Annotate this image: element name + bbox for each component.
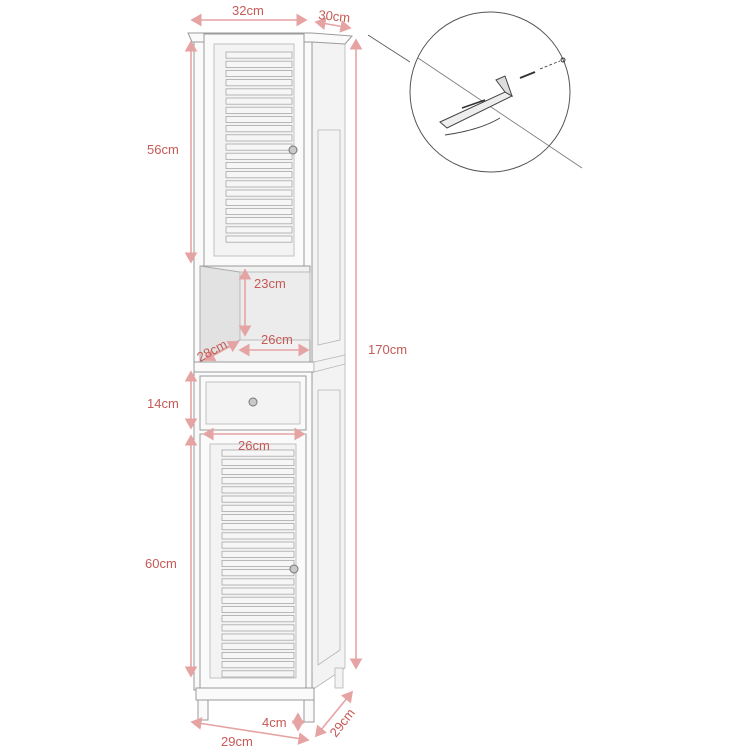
louvre-slat: [221, 624, 295, 632]
upper-louvres: [225, 51, 293, 243]
louvre-slat: [225, 235, 293, 243]
louvre-slat: [221, 587, 295, 595]
louvre-slat: [225, 51, 293, 59]
louvre-slat: [221, 615, 295, 623]
label-leg-height: 4cm: [262, 715, 287, 730]
louvre-slat: [225, 143, 293, 151]
louvre-slat: [221, 633, 295, 641]
louvre-slat: [225, 125, 293, 133]
louvre-slat: [225, 189, 293, 197]
louvre-slat: [221, 606, 295, 614]
label-shelf-width: 26cm: [261, 332, 293, 347]
louvre-slat: [225, 88, 293, 96]
louvre-slat: [225, 180, 293, 188]
lower-door-knob[interactable]: [289, 564, 299, 574]
screw-icon: [461, 99, 486, 109]
label-top-depth: 30cm: [318, 7, 351, 25]
louvre-slat: [221, 670, 295, 678]
louvre-slat: [221, 560, 295, 568]
louvre-slat: [225, 106, 293, 114]
louvre-slat: [221, 550, 295, 558]
louvre-slat: [225, 70, 293, 78]
wall-anchor-inset: [367, 11, 583, 173]
louvre-slat: [225, 60, 293, 68]
louvre-slat: [221, 596, 295, 604]
label-upper-door-height: 56cm: [147, 142, 179, 157]
upper-door-knob[interactable]: [288, 145, 298, 155]
louvre-slat: [225, 171, 293, 179]
label-shelf-height: 23cm: [254, 276, 286, 291]
label-top-width: 32cm: [232, 3, 264, 18]
louvre-slat: [225, 226, 293, 234]
louvre-slat: [221, 514, 295, 522]
louvre-slat: [221, 661, 295, 669]
louvre-slat: [221, 495, 295, 503]
louvre-slat: [221, 541, 295, 549]
louvre-slat: [221, 578, 295, 586]
louvre-slat: [225, 116, 293, 124]
label-drawer-height: 14cm: [147, 396, 179, 411]
label-base-depth: 29cm: [327, 706, 358, 740]
louvre-slat: [221, 642, 295, 650]
drawer-knob[interactable]: [248, 397, 258, 407]
louvre-slat: [221, 523, 295, 531]
louvre-slat: [225, 161, 293, 169]
louvre-slat: [221, 449, 295, 457]
louvre-slat: [221, 532, 295, 540]
label-lower-door-height: 60cm: [145, 556, 177, 571]
louvre-slat: [221, 652, 295, 660]
louvre-slat: [225, 207, 293, 215]
louvre-slat: [225, 152, 293, 160]
label-total-height: 170cm: [368, 342, 407, 357]
louvre-slat: [221, 504, 295, 512]
louvre-slat: [225, 79, 293, 87]
louvre-slat: [221, 477, 295, 485]
louvre-slat: [221, 458, 295, 466]
cabinet: [187, 32, 354, 723]
louvre-slat: [221, 467, 295, 475]
label-drawer-width: 26cm: [238, 438, 270, 453]
louvre-slat: [221, 486, 295, 494]
louvre-slat: [225, 97, 293, 105]
label-base-width: 29cm: [221, 734, 253, 749]
louvre-slat: [225, 134, 293, 142]
louvre-slat: [221, 569, 295, 577]
louvre-slat: [225, 217, 293, 225]
dimension-lines: [184, 13, 363, 745]
louvre-slat: [225, 198, 293, 206]
lower-louvres: [221, 449, 295, 678]
